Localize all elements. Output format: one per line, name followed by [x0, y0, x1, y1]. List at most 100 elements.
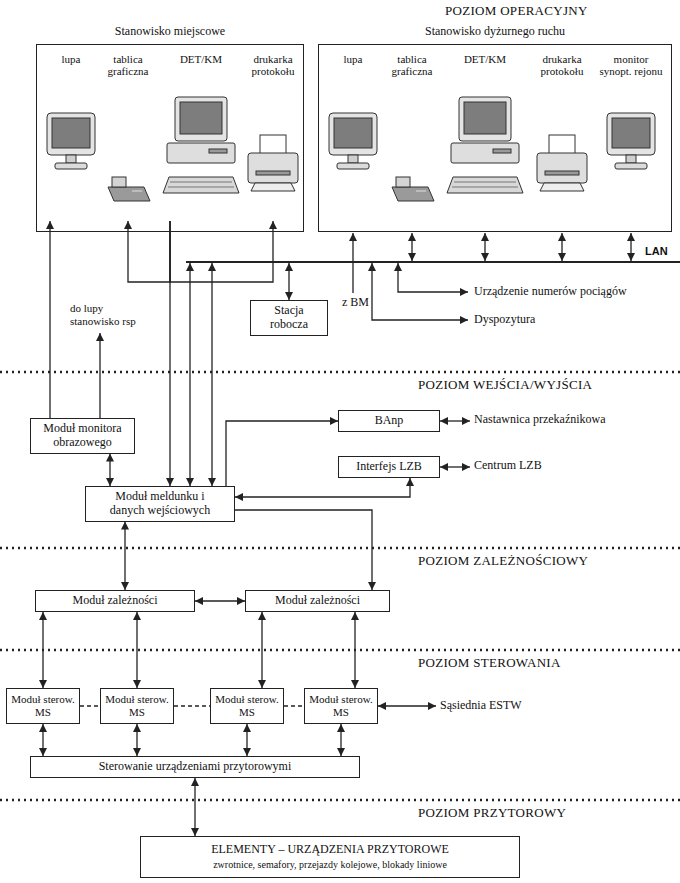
monitor-neck — [626, 155, 636, 163]
pc-case — [167, 143, 235, 163]
dashed-link — [284, 705, 304, 706]
lan-link — [211, 263, 212, 486]
target-label: Nastawnica przekaźnikowa — [474, 413, 606, 427]
target-label: Centrum LZB — [474, 459, 542, 473]
target-label: Sąsiednia ESTW — [440, 699, 522, 713]
process-box: Stacja robocza — [250, 300, 328, 336]
level-separator — [0, 371, 680, 374]
tablet-edge — [132, 191, 142, 192]
monitor-base — [55, 163, 87, 169]
target-label: Urządzenie numerów pociągów — [474, 285, 627, 299]
level-label: POZIOM PRZYTOROWY — [418, 806, 566, 821]
connector-arrow — [124, 522, 125, 590]
connector-arrow — [109, 454, 110, 486]
printer-slot — [256, 171, 290, 175]
pc-icon — [443, 91, 527, 221]
printer-tray — [540, 183, 584, 191]
connector-arrow — [235, 478, 410, 497]
connector-arrow — [128, 221, 170, 282]
monitor-screen — [612, 118, 650, 148]
tablet-icon — [99, 91, 157, 221]
tablet-icon — [383, 91, 441, 221]
pc-key-row — [170, 182, 232, 183]
monitor-icon — [43, 91, 99, 221]
lan-link — [561, 233, 562, 261]
level-label: POZIOM OPERACYJNY — [445, 4, 588, 19]
box-text: Moduł sterow. MS — [215, 693, 279, 718]
monitor-device: lupa — [43, 53, 99, 221]
pc-monitor — [175, 97, 227, 141]
box-subtext: zwrotnice, semafory, przejazdy kolejowe,… — [213, 859, 447, 871]
printer-icon — [245, 91, 301, 221]
monitor-case — [607, 113, 655, 155]
pc-screen — [464, 102, 506, 134]
lan-link — [630, 233, 631, 261]
box-text: Moduł zależności — [275, 594, 360, 608]
level-label: POZIOM WEJŚCIA/WYJŚCIA — [418, 378, 592, 393]
tablet-device: tablica graficzna — [383, 53, 441, 221]
monitor-device: monitor synopt. rejonu — [597, 53, 665, 221]
module-box: Moduł sterow. MS — [100, 688, 174, 724]
tablet-device: tablica graficzna — [99, 53, 157, 221]
pc-screen — [180, 102, 222, 134]
level-separator — [0, 547, 680, 550]
tablet-puck — [396, 177, 410, 187]
monitor-device: lupa — [325, 53, 381, 221]
device-label: tablica graficzna — [383, 53, 441, 91]
monitor-neck — [348, 155, 358, 163]
external-link — [440, 466, 470, 467]
external-link — [378, 705, 436, 706]
module-box: Moduł sterow. MS — [210, 688, 284, 724]
connector-arrow — [235, 510, 372, 590]
pc-drive — [493, 149, 511, 153]
monitor-base — [337, 163, 369, 169]
level-label: POZIOM STEROWANIA — [418, 656, 561, 671]
tablet-edge — [416, 191, 426, 192]
bus-label: LAN — [645, 245, 668, 258]
connector-arrow — [42, 724, 43, 756]
box-text: Moduł meldunku i danych wejściowych — [100, 490, 220, 518]
module-box: Moduł meldunku i danych wejściowych — [85, 486, 235, 522]
box-text: Moduł sterow. MS — [309, 693, 373, 718]
external-link — [398, 263, 468, 292]
monitor-screen — [52, 118, 90, 148]
computer-device: DET/KM — [159, 53, 243, 221]
lan-link — [288, 263, 289, 300]
pc-case — [451, 143, 519, 163]
box-text: ELEMENTY – URZĄDZENIA PRZYTOROWE — [211, 843, 449, 857]
device-label: monitor synopt. rejonu — [597, 53, 665, 91]
dashed-link — [174, 705, 210, 706]
connector-arrow — [194, 778, 195, 836]
box-text: Moduł sterow. MS — [11, 693, 75, 718]
box-text: Moduł sterow. MS — [105, 693, 169, 718]
workstation-frame: Stanowisko miejscowelupatablica graficzn… — [36, 44, 304, 232]
external-link — [440, 420, 470, 421]
module-box: Moduł sterow. MS — [304, 688, 378, 724]
printer-device: drukarka protokołu — [245, 53, 301, 221]
level-label: POZIOM ZALEŻNOŚCIOWY — [418, 554, 588, 569]
connector-arrow — [261, 612, 262, 688]
station-heading: Stanowisko dyżurnego ruchu — [319, 25, 671, 39]
module-box: Moduł zależności — [35, 590, 195, 612]
module-box: Moduł monitora obrazowego — [30, 418, 135, 454]
lan-link — [484, 233, 485, 261]
workstation-frame: Stanowisko dyżurnego ruchulupatablica gr… — [318, 44, 672, 232]
target-label: Dyspozytura — [474, 313, 535, 327]
connector-arrow — [354, 612, 355, 688]
printer-slot — [545, 171, 579, 175]
module-box: Moduł zależności — [245, 590, 390, 612]
monitor-case — [329, 113, 377, 155]
station-heading: Stanowisko miejscowe — [37, 25, 303, 39]
monitor-icon — [325, 91, 381, 221]
lan-bus — [186, 261, 680, 263]
dashed-link — [80, 705, 100, 706]
pc-key-row — [168, 187, 234, 188]
external-link — [352, 233, 353, 293]
lan-link — [189, 263, 190, 486]
device-label: drukarka protokołu — [531, 53, 593, 91]
printer-body — [537, 153, 587, 183]
connector-arrow — [49, 221, 50, 418]
box-text: Sterowanie urządzeniami przytorowymi — [99, 760, 292, 774]
box-text: Moduł zależności — [73, 594, 158, 608]
